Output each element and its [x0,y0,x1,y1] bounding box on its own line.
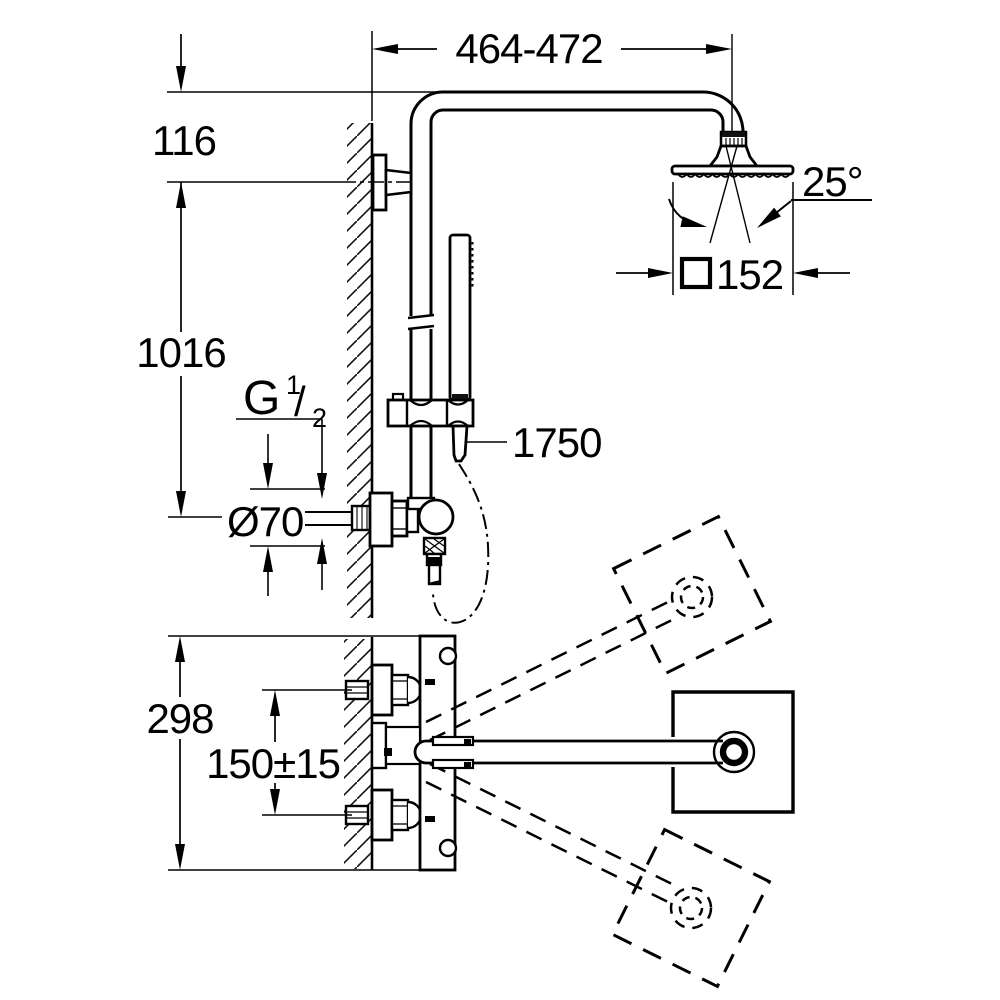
head-shower-swivel-up [425,514,773,742]
dim-valve-overall: 298 [146,636,215,870]
dim-wall-offset: 116 [152,34,443,208]
top-view: 298 150±15 [146,514,795,989]
dim-arm-projection-label: 464-472 [455,25,602,72]
head-shower [670,34,795,244]
shower-rail-holder [386,392,475,463]
dim-hose-length: 1750 [467,419,602,466]
dim-swivel-angle-label: 25° [802,158,863,205]
head-shower-top [413,690,795,814]
dim-head-size: 152 [616,182,850,298]
head-shower-swivel-down [425,762,772,989]
dim-flange-diameter: Ø70 [227,434,325,596]
square-symbol-icon [679,256,713,290]
dim-valve-overall-label: 298 [146,695,213,742]
wall-section-top-icon [344,637,374,870]
side-view: 464-472 116 1016 G [136,25,872,624]
hand-shower [448,233,474,402]
dim-riser-height: 1016 [136,182,227,518]
dim-swivel-angle: 25° [668,158,872,228]
thermostat-valve [305,491,455,586]
thread-size-label: G 1 / 2 [243,370,327,433]
dim-head-size-label: 152 [716,251,783,298]
dim-wall-offset-label: 116 [152,117,216,164]
dim-hose-length-label: 1750 [512,419,601,466]
dim-flange-diameter-label: Ø70 [227,498,303,545]
dim-inlet-spacing: 150±15 [206,689,352,816]
shower-hose [432,463,490,624]
dim-arm-projection: 464-472 [371,25,732,121]
wall-section-icon [347,123,374,618]
dim-thread-size: G 1 / 2 [236,370,327,590]
riser-pipe [407,90,745,498]
dim-inlet-spacing-label: 150±15 [206,740,340,787]
dim-riser-height-label: 1016 [136,329,225,376]
